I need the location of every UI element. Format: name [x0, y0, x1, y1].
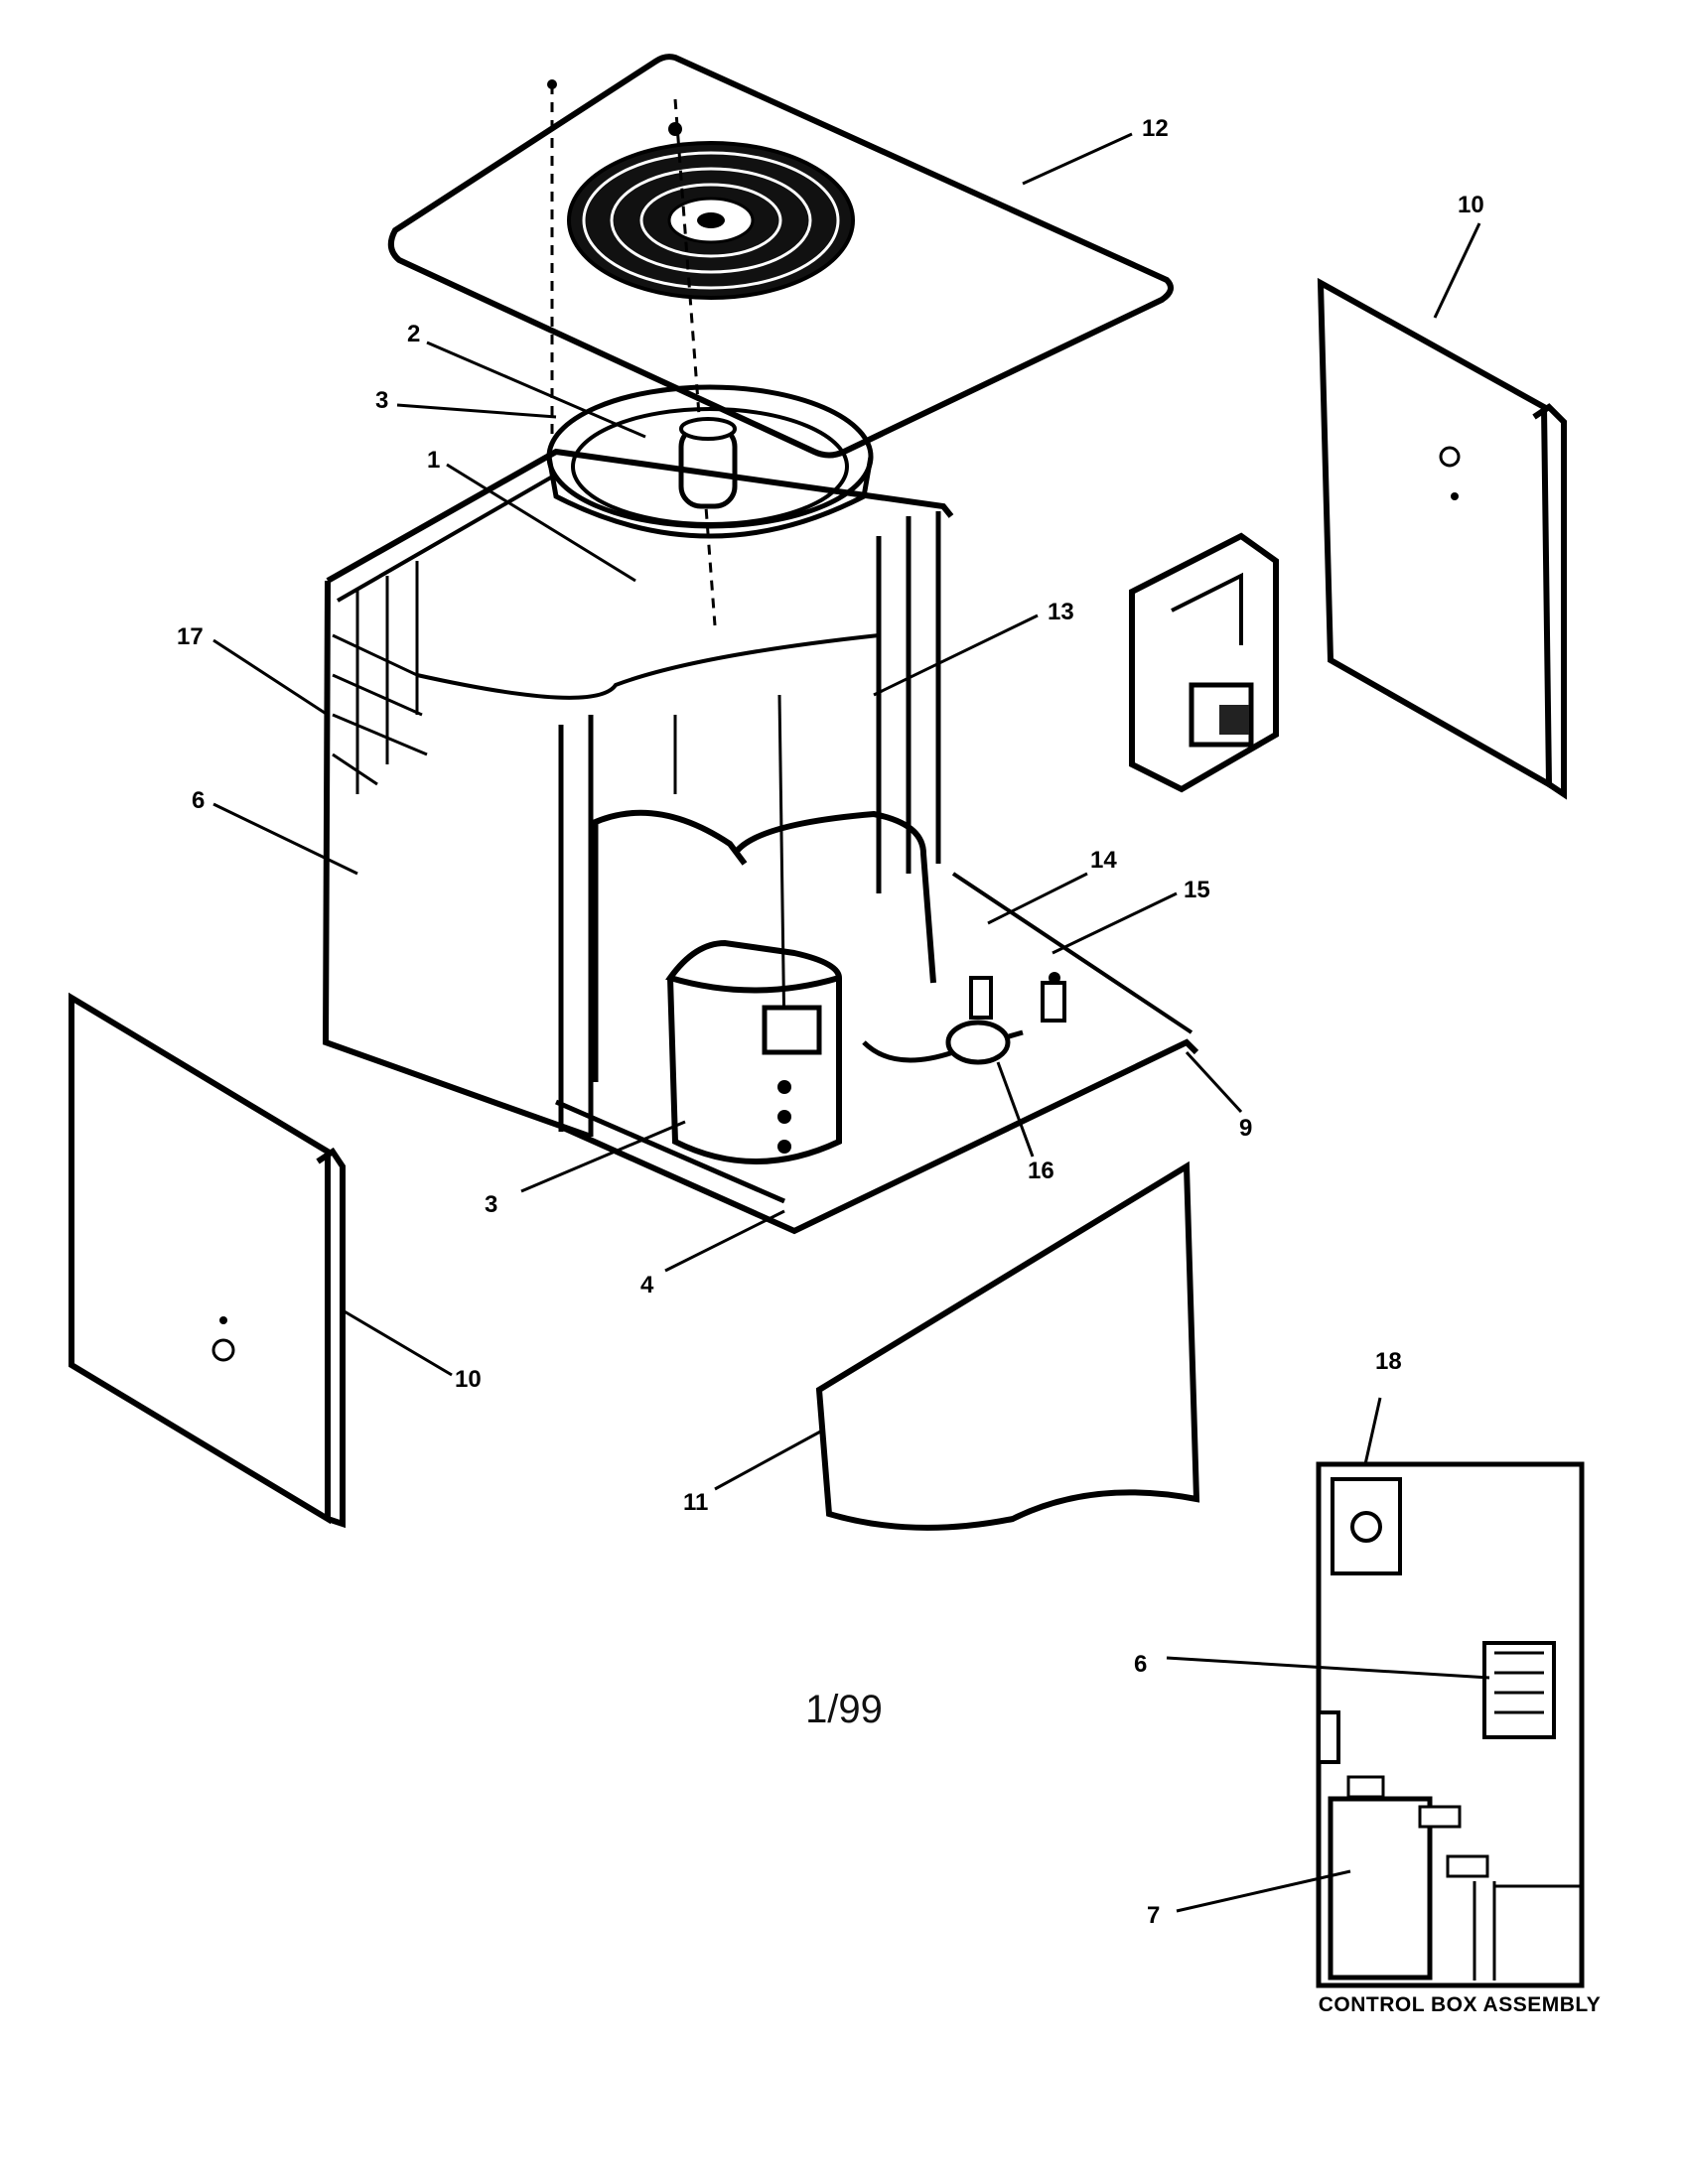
- assembly-axis-lines: [547, 79, 717, 626]
- compressor: [665, 939, 843, 1164]
- top-panel: [387, 54, 1174, 459]
- callout-10-left: 10: [455, 1366, 482, 1393]
- control-box-assembly-detail: [1316, 1461, 1585, 1988]
- callout-10-right: 10: [1458, 192, 1484, 218]
- callout-4: 4: [640, 1272, 654, 1298]
- callout-6-cabinet: 6: [192, 787, 206, 814]
- callout-13: 13: [1048, 599, 1074, 625]
- callout-3-compressor: 3: [485, 1191, 498, 1218]
- callout-14: 14: [1090, 847, 1117, 874]
- service-valves: [969, 972, 1066, 1023]
- control-box-assembly-caption: CONTROL BOX ASSEMBLY: [1318, 1993, 1602, 2016]
- callout-7: 7: [1147, 1902, 1161, 1929]
- front-panel: [815, 1160, 1200, 1531]
- side-panel-right: [1317, 277, 1567, 800]
- callout-16: 16: [1028, 1158, 1054, 1184]
- callout-15: 15: [1184, 877, 1210, 903]
- callout-12: 12: [1142, 115, 1169, 142]
- fan-guard-grille: [567, 141, 855, 300]
- leader-lines: [212, 132, 1490, 1913]
- callout-3-top: 3: [375, 387, 389, 414]
- page-number: 1/99: [805, 1688, 883, 1731]
- side-panel-left: [69, 992, 346, 1529]
- control-box-housing: [1129, 532, 1279, 793]
- callout-6-control-box: 6: [1134, 1651, 1148, 1678]
- callout-1: 1: [427, 447, 441, 474]
- callout-2: 2: [407, 321, 421, 347]
- callout-9: 9: [1239, 1115, 1253, 1142]
- fan-motor: [678, 417, 738, 509]
- callout-17: 17: [177, 623, 204, 650]
- filter-drier: [945, 1020, 1011, 1065]
- cabinet-body: [322, 448, 1199, 1235]
- callout-18: 18: [1375, 1348, 1402, 1375]
- callout-11: 11: [683, 1489, 709, 1516]
